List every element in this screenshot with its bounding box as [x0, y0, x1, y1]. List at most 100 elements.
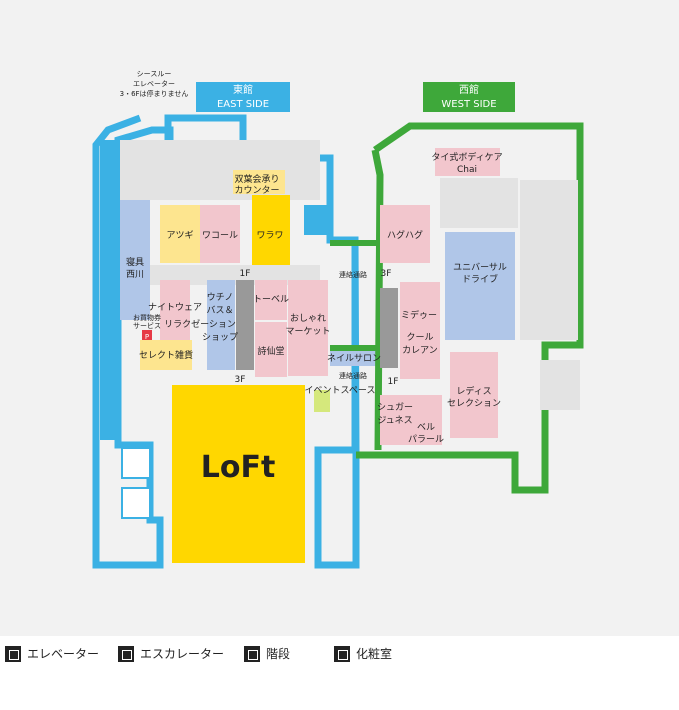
label-uchino-2: バス＆ [206, 305, 233, 316]
store-sugar [380, 395, 410, 445]
connector-upper [330, 240, 378, 246]
label-bell-2: パラール [408, 434, 444, 445]
label-3f: 3F [235, 375, 246, 385]
legend-restroom-label: 化粧室 [356, 647, 393, 661]
label-futaba-2: カウンター [234, 185, 279, 196]
label-bell-1: ベル [417, 423, 435, 433]
label-select: セレクト雑貨 [139, 349, 193, 361]
label-sugar-2: ジュネス [377, 415, 412, 426]
label-wacoal: ワコール [202, 231, 238, 241]
event-space [314, 390, 330, 412]
legend-elevator: エレベーター [5, 645, 99, 662]
east-stairs-2 [121, 487, 151, 519]
label-futaba: 双葉会承り [234, 173, 279, 185]
seethrough-2: エレベーター [133, 79, 175, 88]
label-parking: P [145, 333, 149, 341]
store-wacoal [200, 205, 240, 263]
legend-elevator-label: エレベーター [27, 647, 100, 661]
west-gray-1 [440, 178, 518, 228]
label-universal-2: ドライブ [462, 273, 498, 285]
label-nail: ネイルサロン [327, 353, 381, 364]
label-thai-1: タイ式ボディケア [431, 151, 502, 163]
label-shingu-2: 西川 [126, 269, 144, 280]
legend-escalator: エスカレーター [118, 645, 224, 662]
stairs-icon [244, 645, 260, 662]
connector-lower [330, 345, 378, 351]
store-universal [445, 232, 515, 340]
label-nightwear: ナイトウェア [148, 302, 202, 313]
label-universal-1: ユニバーサル [453, 262, 507, 273]
label-thai-2: Chai [457, 165, 477, 175]
label-event: イベントスペース [305, 386, 376, 396]
store-warawa [252, 195, 290, 265]
label-mideu: ミデゥー [401, 309, 437, 321]
restroom-icon [334, 645, 350, 662]
label-uchino-3: ショップ [202, 332, 238, 343]
label-relax: リラクゼーション [164, 318, 236, 330]
store-hagu [380, 205, 430, 263]
west-wall-left [371, 149, 384, 451]
store-atsugi [160, 205, 200, 263]
legend: エレベーター エスカレーター 階段 化粧室 [0, 641, 679, 671]
label-oshare-2: マーケット [285, 326, 330, 337]
parking-icon [142, 330, 152, 340]
seethrough-1: シースルー [137, 70, 172, 78]
store-mideu [400, 282, 440, 379]
escalator-west [380, 288, 398, 368]
store-thai [435, 148, 500, 176]
store-uchino [207, 280, 235, 370]
store-towel [255, 280, 287, 320]
elevator-icon [5, 645, 21, 662]
store-ladies [450, 352, 498, 438]
label-1f-west: 1F [388, 377, 399, 387]
legend-stairs: 階段 [244, 645, 290, 662]
store-shingu [120, 200, 150, 320]
east-corner-block [304, 205, 328, 235]
store-select [140, 340, 192, 370]
floor-plan-svg: 東館 EAST SIDE 西館 WEST SIDE シースルー エレベーター 3… [0, 0, 679, 636]
west-wall [356, 122, 584, 494]
legend-escalator-label: エスカレーター [140, 647, 225, 661]
east-label-2: EAST SIDE [217, 99, 269, 110]
east-header [196, 82, 290, 112]
label-sugar-1: シュガー [377, 402, 413, 413]
store-loft [172, 385, 305, 563]
east-label-1: 東館 [233, 83, 253, 96]
legend-restroom: 化粧室 [334, 645, 392, 662]
store-nail [330, 350, 378, 366]
store-nightwear [160, 280, 190, 340]
east-stairs-1 [121, 447, 151, 479]
label-towel: トーベル [253, 295, 289, 305]
west-header [423, 82, 515, 112]
label-renraku: 連絡通路 [339, 270, 367, 279]
label-uchino-1: ウチノ [207, 292, 234, 303]
store-bell [410, 395, 442, 445]
label-hagu: ハグハグ [387, 229, 423, 241]
label-service-2: サービス [133, 321, 161, 330]
legend-stairs-label: 階段 [266, 647, 291, 661]
east-corridor-left [100, 140, 118, 440]
west-gray-2 [520, 180, 578, 340]
label-shisen: 詩仙堂 [257, 345, 284, 357]
escalator-east [236, 280, 254, 370]
label-service-1: お買物券 [133, 313, 161, 322]
label-atsugi: アツギ [166, 230, 193, 241]
label-ladies-1: レディス [456, 385, 491, 397]
label-cool-2: カレアン [402, 345, 438, 356]
west-label-1: 西館 [459, 83, 479, 96]
west-gray-3 [540, 360, 580, 410]
label-oshare-1: おしゃれ [290, 313, 326, 324]
store-oshare [288, 280, 328, 376]
label-warawa: ワラワ [256, 230, 283, 241]
store-futaba [233, 170, 285, 194]
label-1f: 1F [240, 269, 251, 279]
seethrough-3: 3・6Fは停まりません [120, 89, 189, 98]
label-ladies-2: セレクション [447, 398, 501, 409]
label-3f-west: 3F [381, 269, 392, 279]
east-gray-zone [120, 140, 320, 200]
escalator-icon [118, 645, 134, 662]
label-shingu-1: 寝具 [126, 256, 144, 268]
store-shisen [255, 322, 287, 377]
west-label-2: WEST SIDE [441, 99, 496, 110]
